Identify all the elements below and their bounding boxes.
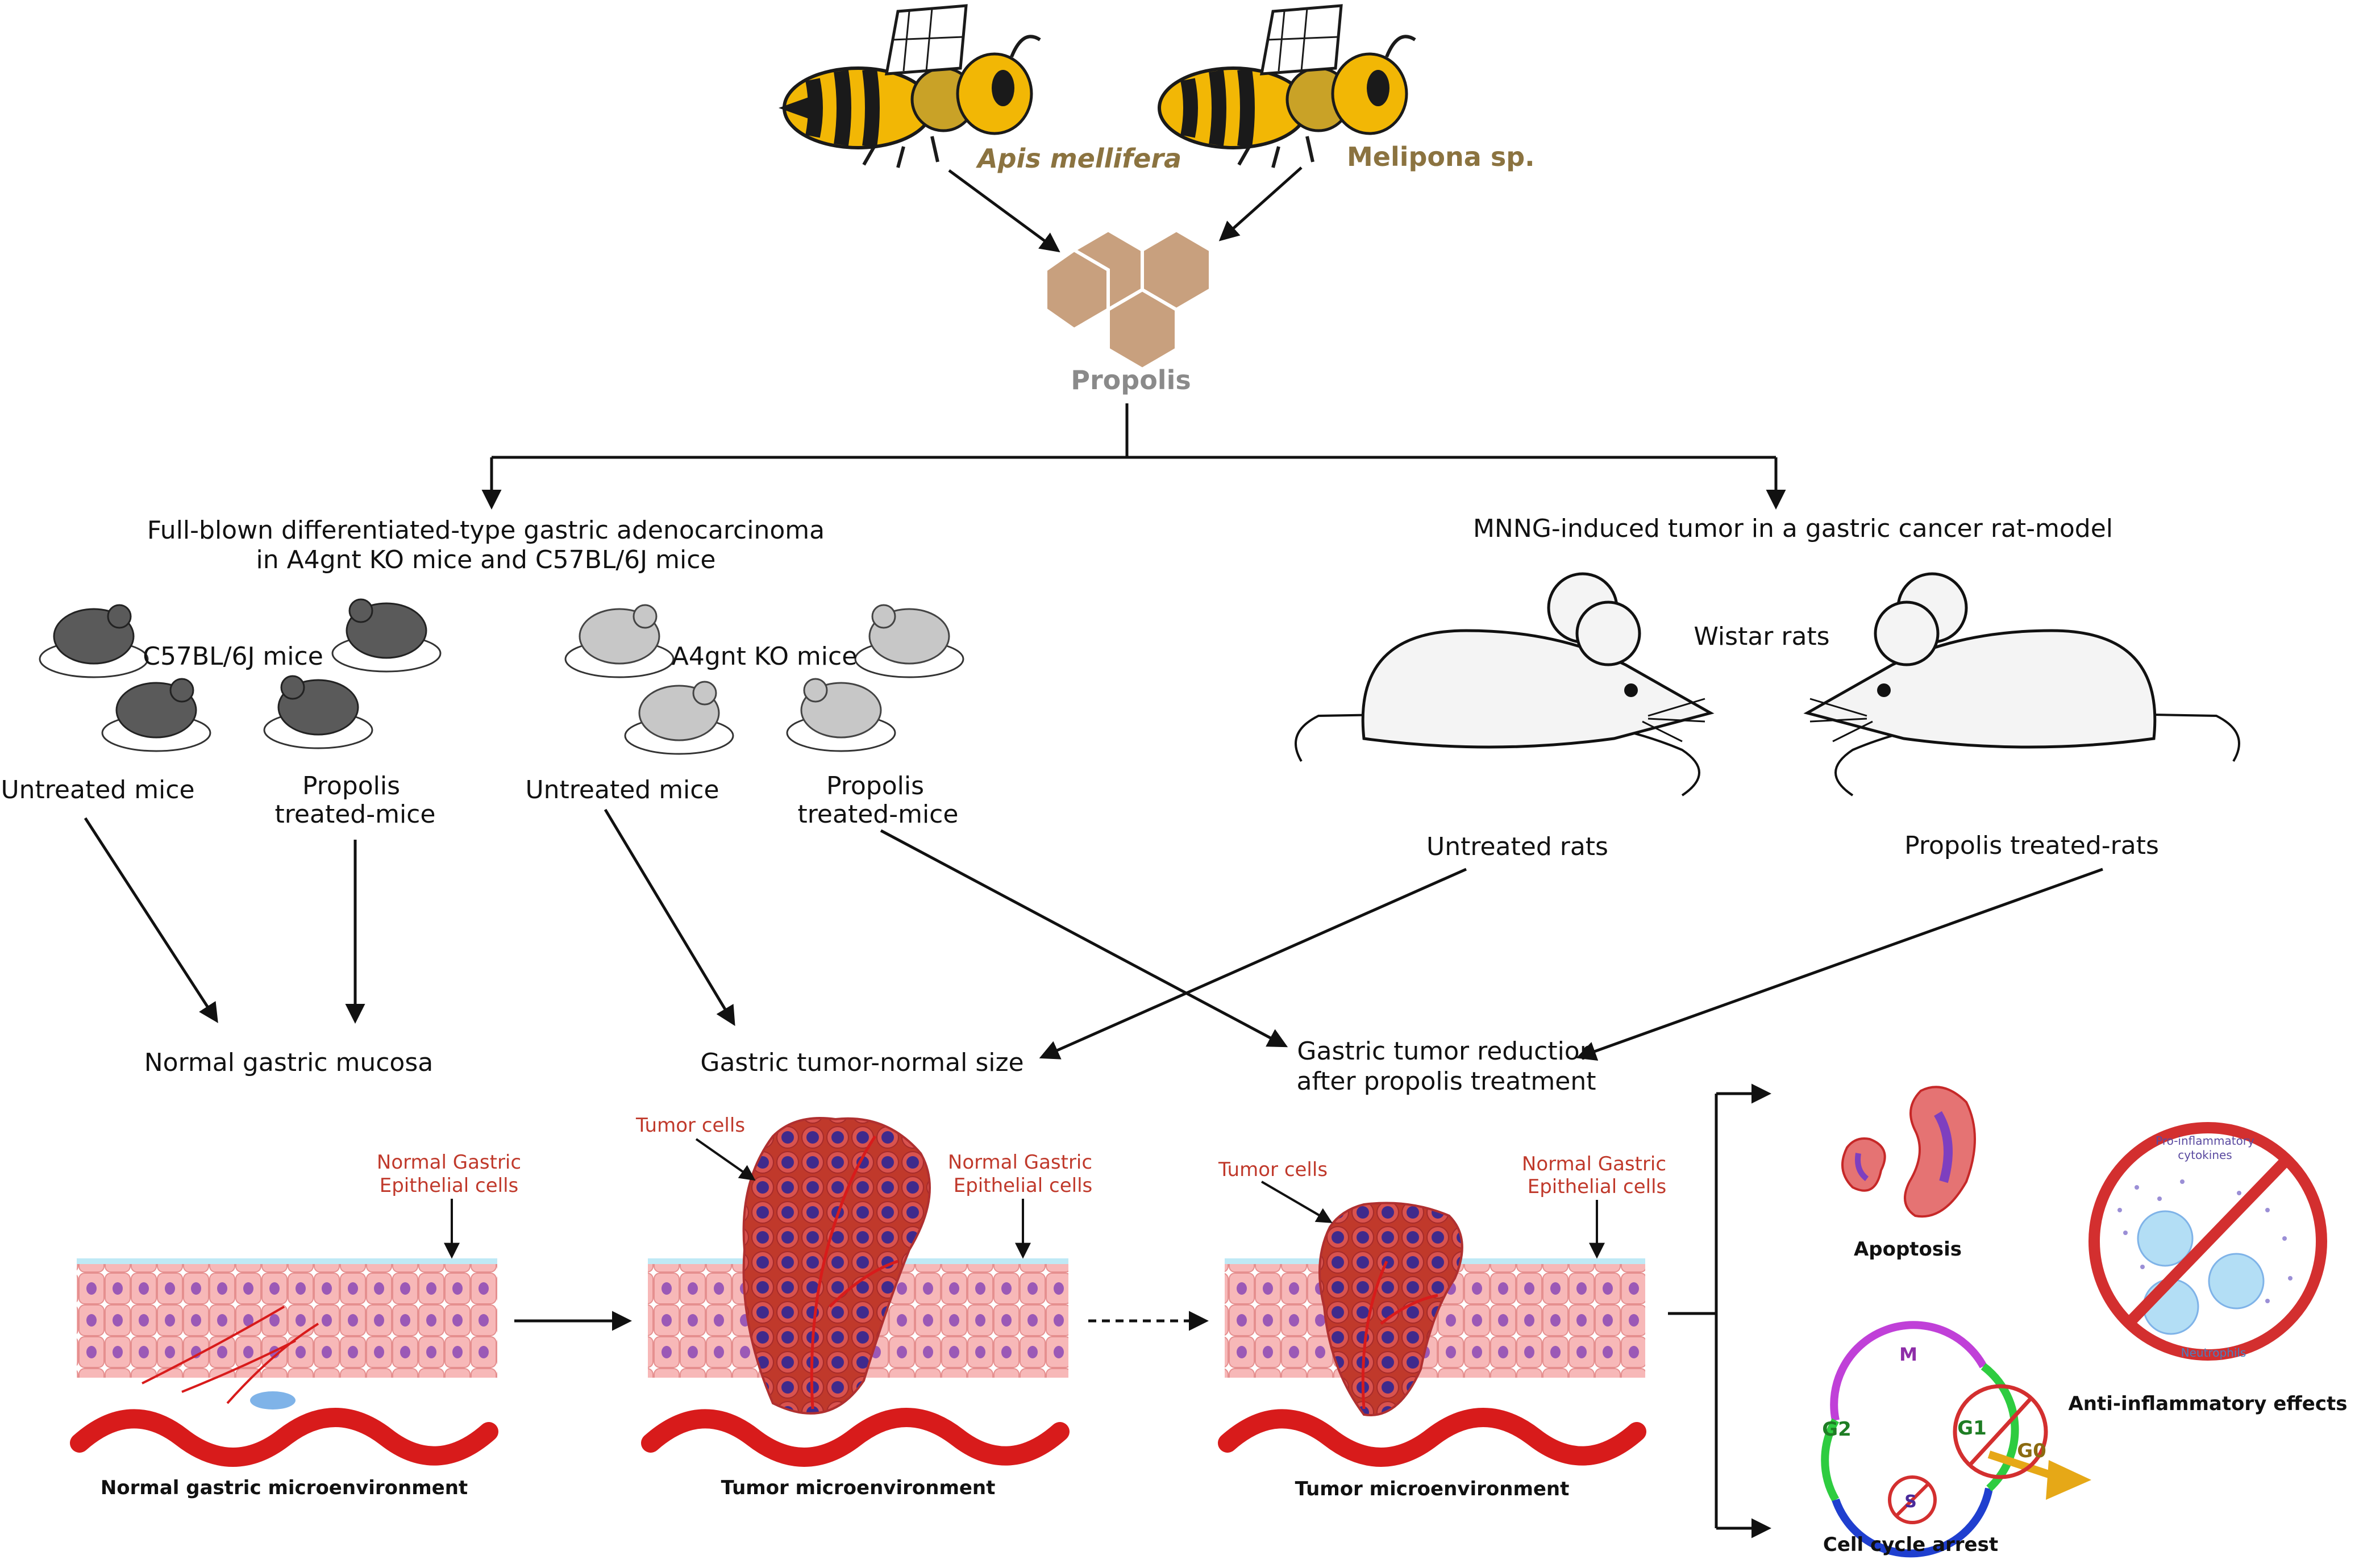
bee-melipona-icon <box>1158 4 1416 168</box>
panel-normal-tissue <box>70 1258 498 1467</box>
propolis-mice-a4gnt-label-line1: Propolis <box>826 772 924 800</box>
outcome-tumor-normal-size: Gastric tumor-normal size <box>700 1048 1024 1077</box>
rat-icon-left <box>1295 572 1715 796</box>
panel2-tumor-arrow <box>695 1138 756 1181</box>
propolis-mice-c57-label-line1: Propolis <box>302 772 400 800</box>
propolis-mice-a4gnt-label-line2: treated-mice <box>798 800 959 829</box>
phase-g2-label: G2 <box>1822 1418 1852 1441</box>
arrow-melipona-to-propolis <box>1218 166 1303 241</box>
untreated-mice-a4gnt-label: Untreated mice <box>525 775 719 804</box>
species-melipona-label: Melipona sp. <box>1347 141 1535 172</box>
panel2-tumor-cells-label: Tumor cells <box>635 1114 745 1137</box>
phase-s-label: S <box>1904 1492 1917 1512</box>
species-apis-label: Apis mellifera <box>976 143 1181 174</box>
panel2-normal-cells-line2: Epithelial cells <box>954 1174 1093 1197</box>
panel3-caption: Tumor microenvironment <box>1295 1478 1570 1500</box>
panel-reduced-tumor-tissue <box>1218 1202 1646 1467</box>
phase-g0-label: G0 <box>2017 1440 2046 1462</box>
pro-inflammatory-label-line2: cytokines <box>2178 1148 2232 1162</box>
phase-g1-label: G1 <box>1957 1417 1987 1440</box>
branch-connector <box>492 403 1776 459</box>
neutrophils-label: Neutrophils <box>2181 1346 2246 1360</box>
untreated-mice-c57-label: Untreated mice <box>1 775 194 804</box>
panel3-tumor-cells-label: Tumor cells <box>1218 1158 1328 1181</box>
anti-inflammatory-label: Anti-inflammatory effects <box>2068 1392 2347 1415</box>
panel2-caption: Tumor microenvironment <box>721 1477 996 1499</box>
anti-inflammatory-icon <box>2088 1122 2327 1361</box>
propolis-label: Propolis <box>1071 365 1191 395</box>
outcome-reduction-line1: Gastric tumor reduction <box>1297 1037 1595 1066</box>
apoptosis-label: Apoptosis <box>1854 1238 1962 1261</box>
propolis-rats-label: Propolis treated-rats <box>1904 831 2159 860</box>
mouse-icons-c57 <box>39 598 442 752</box>
left-branch-title-line1: Full-blown differentiated-type gastric a… <box>147 516 825 545</box>
cell-cycle-icon <box>1821 1321 2091 1558</box>
panel1-normal-cells-line2: Epithelial cells <box>380 1174 519 1197</box>
outcome-normal-mucosa: Normal gastric mucosa <box>144 1048 434 1077</box>
panel1-normal-cells-line1: Normal Gastric <box>377 1151 521 1174</box>
panel2-normal-cells-line1: Normal Gastric <box>948 1151 1092 1174</box>
outcome-arrows <box>84 808 2103 1061</box>
arrow-apis-to-propolis <box>948 169 1060 253</box>
panel-tumor-tissue <box>641 1117 1070 1467</box>
honeycomb-icon <box>1044 228 1212 372</box>
outcome-reduction-line2: after propolis treatment <box>1297 1067 1596 1096</box>
cell-cycle-label: Cell cycle arrest <box>1823 1533 1998 1556</box>
left-branch-title-line2: in A4gnt KO mice and C57BL/6J mice <box>256 545 716 574</box>
right-branch-title: MNNG-induced tumor in a gastric cancer r… <box>1473 514 2113 543</box>
bee-apis-icon <box>779 4 1041 168</box>
untreated-rats-label: Untreated rats <box>1426 832 1608 861</box>
mouse-icons-a4gnt <box>564 604 964 755</box>
apoptosis-icon <box>1841 1086 1976 1218</box>
panel3-normal-cells-line1: Normal Gastric <box>1522 1153 1666 1175</box>
wistar-label: Wistar rats <box>1694 622 1829 651</box>
effects-bracket <box>1668 1094 1718 1528</box>
panel3-normal-cells-line2: Epithelial cells <box>1528 1175 1667 1198</box>
panel3-tumor-arrow <box>1260 1181 1333 1223</box>
phase-m-label: M <box>1899 1344 1917 1365</box>
pro-inflammatory-label-line1: Pro-inflammatory <box>2156 1134 2254 1148</box>
a4gnt-label: A4gnt KO mice <box>672 642 858 671</box>
panel1-caption: Normal gastric microenvironment <box>101 1477 468 1499</box>
propolis-mice-c57-label-line2: treated-mice <box>275 800 436 829</box>
rat-icon-right <box>1803 572 2240 796</box>
c57-label: C57BL/6J mice <box>143 642 323 671</box>
